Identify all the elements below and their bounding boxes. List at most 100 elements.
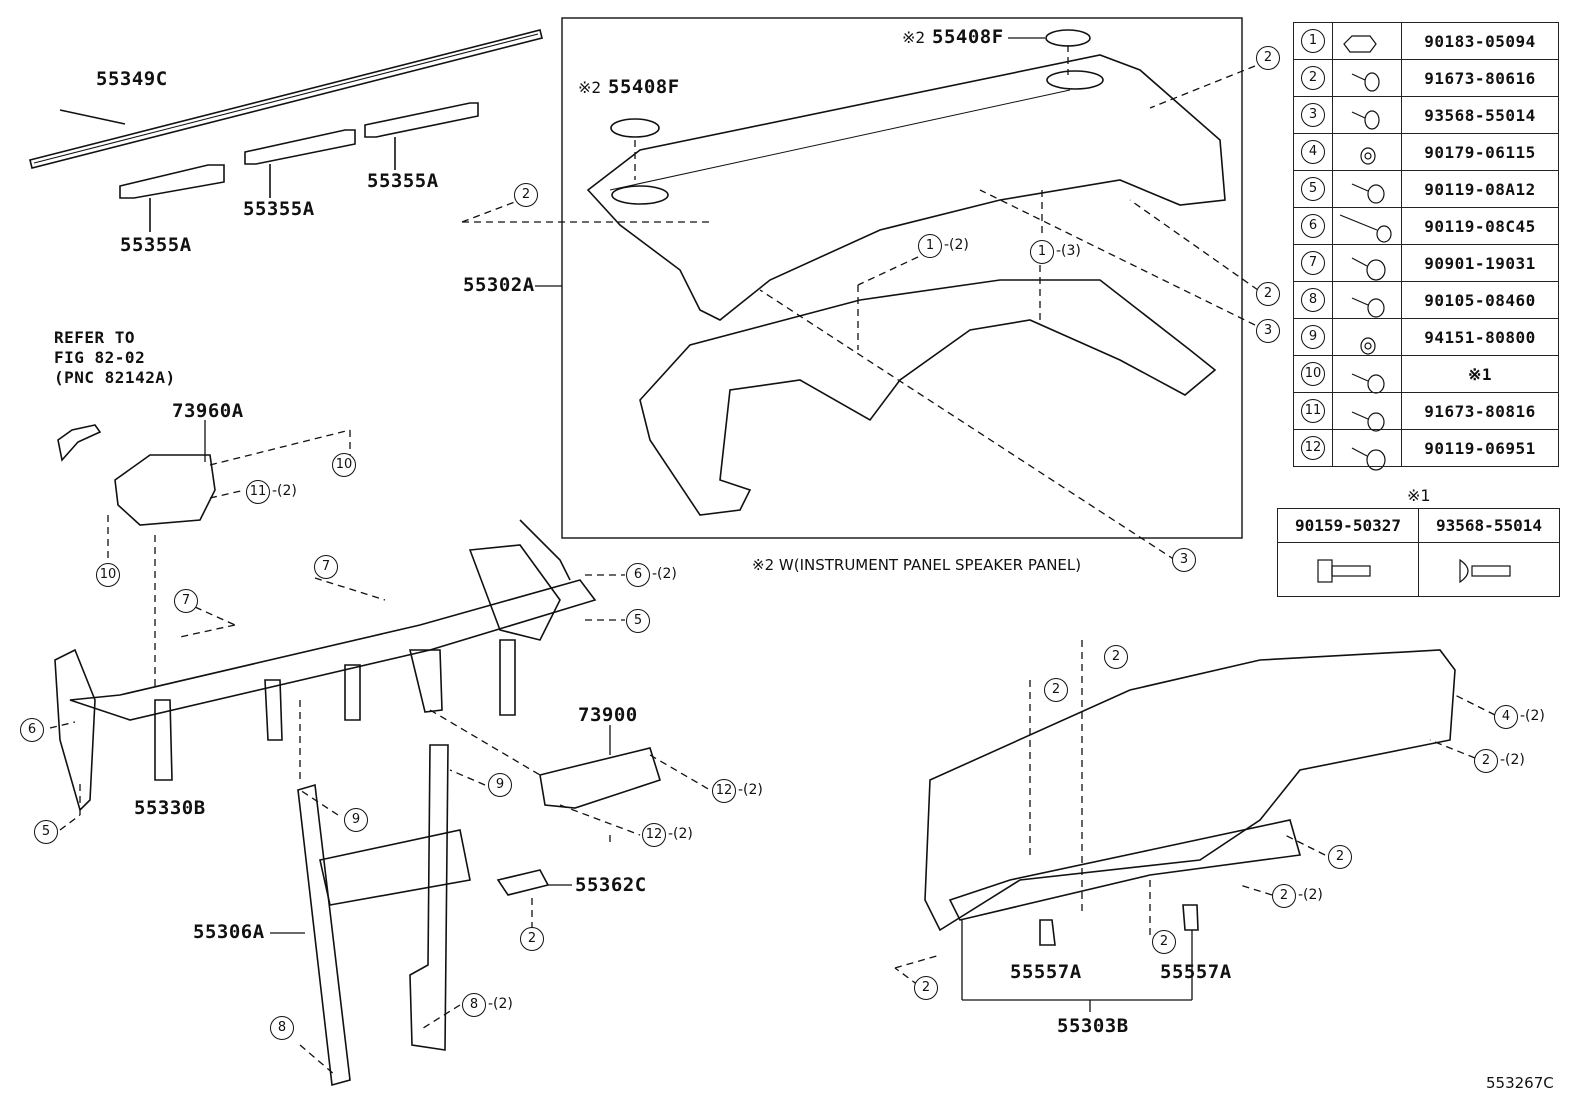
- note1-mark: ※1: [1407, 486, 1431, 505]
- row-number: 2: [1301, 66, 1325, 90]
- brace-shape-1: [297, 783, 351, 1087]
- callout-2: 2: [1256, 46, 1280, 70]
- part-number: 94151-80800: [1401, 318, 1559, 356]
- callout-2: 2: [520, 927, 544, 951]
- callout-2: 2: [1104, 645, 1128, 669]
- label-55302A: 55302A: [463, 274, 535, 296]
- row-number: 12: [1301, 436, 1325, 460]
- qty-2: -(2): [738, 782, 763, 798]
- parts-table-row: 7 90901-19031: [1293, 244, 1559, 282]
- row-number: 1: [1301, 29, 1325, 53]
- callout-7: 7: [314, 555, 338, 579]
- parts-table-row: 1 90183-05094: [1293, 22, 1559, 60]
- label-55408F-mid: 55408F: [608, 76, 680, 98]
- pad-shape-3: [364, 102, 479, 138]
- label-55557A-2: 55557A: [1160, 961, 1232, 983]
- qty-2: -(2): [272, 483, 297, 499]
- row-number: 7: [1301, 251, 1325, 275]
- parts-table-row: 10 ※1: [1293, 355, 1559, 393]
- row-number: 3: [1301, 103, 1325, 127]
- callout-9: 9: [344, 808, 368, 832]
- note2-caption: ※2 W(INSTRUMENT PANEL SPEAKER PANEL): [752, 556, 1082, 574]
- part-number: 90119-08C45: [1401, 207, 1559, 245]
- duct-shape: [639, 279, 1217, 516]
- callout-2: 2: [1272, 884, 1296, 908]
- part-number: 90183-05094: [1401, 22, 1559, 60]
- speaker-cover-shape-1: [1045, 29, 1091, 47]
- row-icon-cell: [1332, 281, 1402, 319]
- label-73960A: 73960A: [172, 400, 244, 422]
- callout-10: 10: [332, 453, 356, 477]
- row-icon-cell: [1332, 133, 1402, 171]
- qty-2: -(2): [652, 566, 677, 582]
- qty-2: -(2): [1520, 708, 1545, 724]
- callout-12: 12: [712, 779, 736, 803]
- label-55330B: 55330B: [134, 797, 206, 819]
- note2-mark-top: ※2: [902, 28, 926, 47]
- label-55355A-2: 55355A: [243, 198, 315, 220]
- note1-table: 90159-50327 93568-55014: [1277, 508, 1560, 597]
- callout-2: 2: [1328, 845, 1352, 869]
- callout-1: 1: [1030, 240, 1054, 264]
- label-55306A: 55306A: [193, 921, 265, 943]
- note1-icon-cell-1: [1277, 542, 1419, 597]
- lower-reinforcement-shape: [924, 649, 1456, 932]
- callout-2: 2: [1256, 282, 1280, 306]
- row-icon-cell: [1332, 318, 1402, 356]
- callout-2: 2: [1044, 678, 1068, 702]
- callout-2: 2: [1474, 749, 1498, 773]
- note1-icon-cell-2: [1418, 542, 1560, 597]
- callout-6: 6: [20, 718, 44, 742]
- callout-10: 10: [96, 563, 120, 587]
- label-73900: 73900: [578, 704, 638, 726]
- callout-6: 6: [626, 563, 650, 587]
- row-icon-cell: [1332, 244, 1402, 282]
- refer-line-2: FIG 82-02: [54, 348, 146, 367]
- parts-table-row: 9 94151-80800: [1293, 318, 1559, 356]
- part-number: 90179-06115: [1401, 133, 1559, 171]
- qty-2: -(2): [488, 996, 513, 1012]
- row-number: 10: [1301, 362, 1325, 386]
- note2-mark-mid: ※2: [578, 78, 602, 97]
- callout-11: 11: [246, 480, 270, 504]
- callout-2: 2: [1152, 930, 1176, 954]
- callout-7: 7: [174, 589, 198, 613]
- label-55355A-3: 55355A: [367, 170, 439, 192]
- bracket-shape: [496, 869, 550, 896]
- row-icon-cell: [1332, 170, 1402, 208]
- part-number: ※1: [1401, 355, 1559, 393]
- row-icon-cell: [1332, 429, 1402, 467]
- note1-part-1: 90159-50327: [1277, 508, 1419, 543]
- callout-5: 5: [34, 820, 58, 844]
- parts-table-row: 3 93568-55014: [1293, 96, 1559, 134]
- part-number: 93568-55014: [1401, 96, 1559, 134]
- callout-8: 8: [270, 1016, 294, 1040]
- row-number: 6: [1301, 214, 1325, 238]
- row-number: 11: [1301, 399, 1325, 423]
- parts-table-row: 6 90119-08C45: [1293, 207, 1559, 245]
- row-number: 9: [1301, 325, 1325, 349]
- qty-2: -(2): [1298, 887, 1323, 903]
- row-icon-cell: [1332, 392, 1402, 430]
- reinforcement-shape: [69, 579, 597, 721]
- part-number: 90105-08460: [1401, 281, 1559, 319]
- refer-line-1: REFER TO: [54, 328, 136, 347]
- row-icon-cell: [1332, 59, 1402, 97]
- qty-3: -(3): [1056, 243, 1081, 259]
- note1-part-2: 93568-55014: [1418, 508, 1560, 543]
- figure-code: 553267C: [1486, 1074, 1554, 1092]
- brace-shape-2: [409, 744, 449, 1051]
- row-icon-cell: [1332, 355, 1402, 393]
- part-number: 90901-19031: [1401, 244, 1559, 282]
- qty-2: -(2): [944, 237, 969, 253]
- callout-2: 2: [514, 183, 538, 207]
- row-icon-cell: [1332, 207, 1402, 245]
- callout-4: 4: [1494, 705, 1518, 729]
- part-number: 91673-80816: [1401, 392, 1559, 430]
